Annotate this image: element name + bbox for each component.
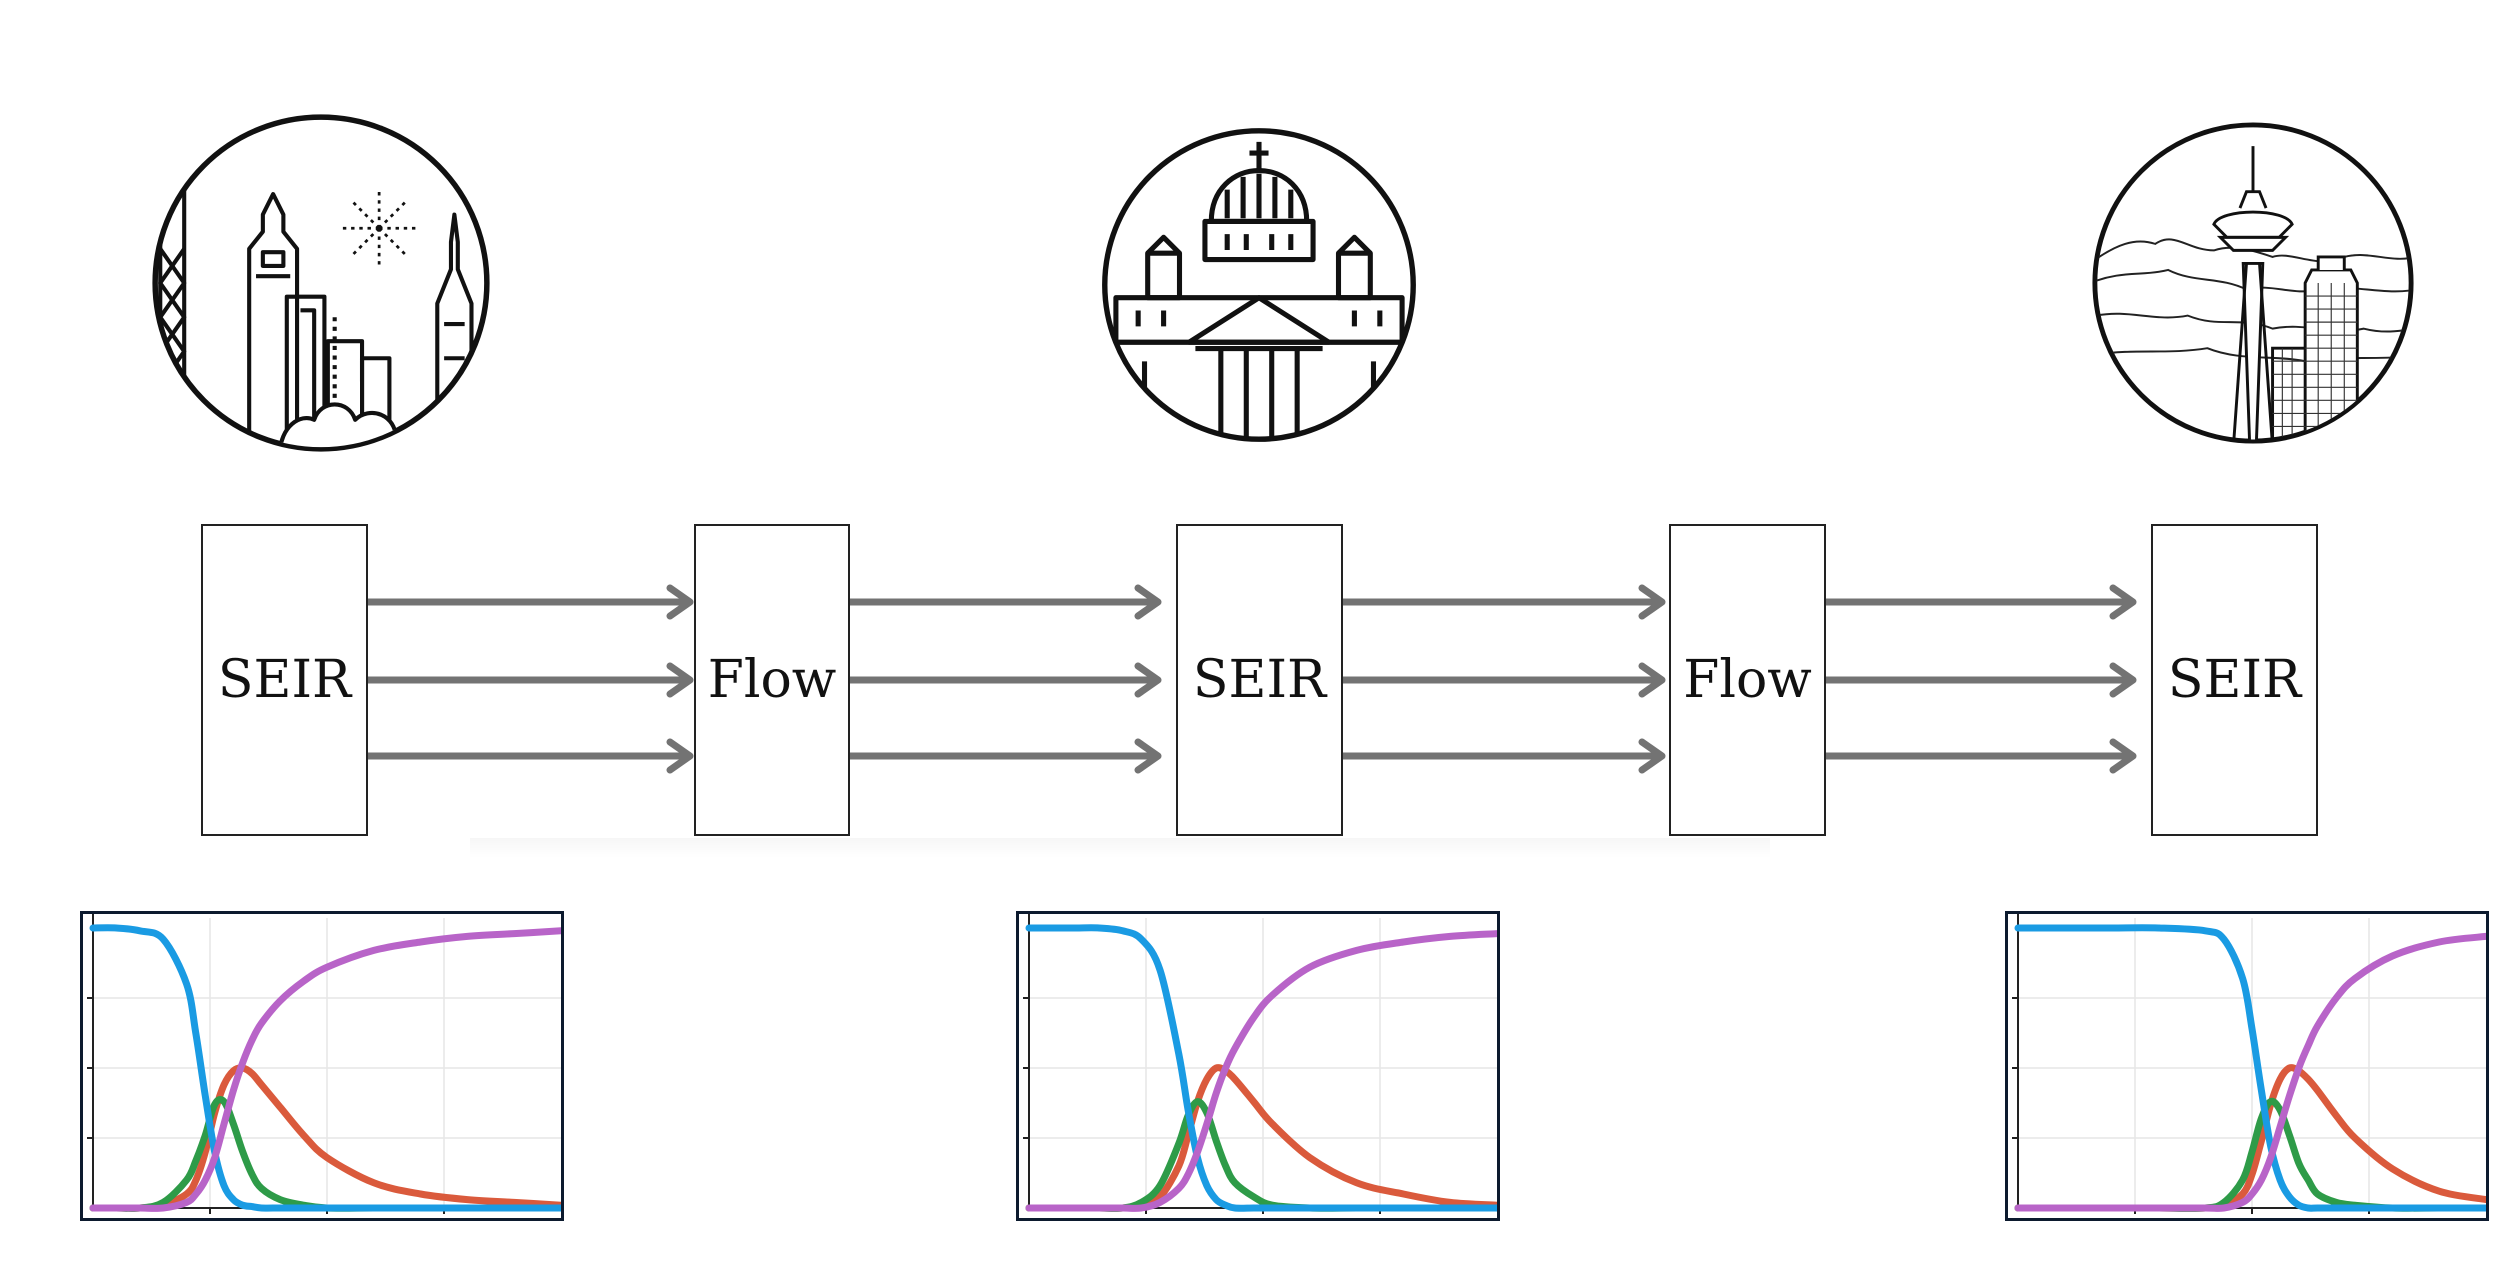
seir-box-1: SEIR	[201, 524, 368, 836]
cathedral-dome-icon	[1102, 128, 1416, 442]
flow-box-1: Flow	[694, 524, 850, 836]
series-line-susceptible	[2014, 924, 2490, 1212]
series-line-susceptible	[1025, 924, 1501, 1212]
seir-plot-3	[2005, 911, 2490, 1221]
series-line-recovered	[89, 927, 565, 1212]
city-emblem-1	[150, 112, 492, 454]
series-line-recovered	[1025, 930, 1501, 1212]
city-emblem-2	[1100, 126, 1418, 444]
series-line-susceptible	[89, 924, 565, 1212]
series-line-recovered	[2014, 932, 2490, 1212]
arrow-seir2-to-flow2	[1339, 584, 1666, 774]
hong-kong-skyline-icon	[152, 114, 490, 452]
seir-box-2: SEIR	[1176, 524, 1343, 836]
box-shadow	[470, 838, 1770, 858]
seattle-space-needle-icon	[2092, 122, 2414, 444]
seir-box-3: SEIR	[2151, 524, 2318, 836]
seir-plot-1	[80, 911, 565, 1221]
flow-box-2: Flow	[1669, 524, 1826, 836]
arrow-flow1-to-seir2	[846, 584, 1162, 774]
arrow-seir1-to-flow1	[364, 584, 694, 774]
city-emblem-3	[2090, 120, 2416, 446]
arrow-flow2-to-seir3	[1822, 584, 2137, 774]
seir-plot-2	[1016, 911, 1501, 1221]
